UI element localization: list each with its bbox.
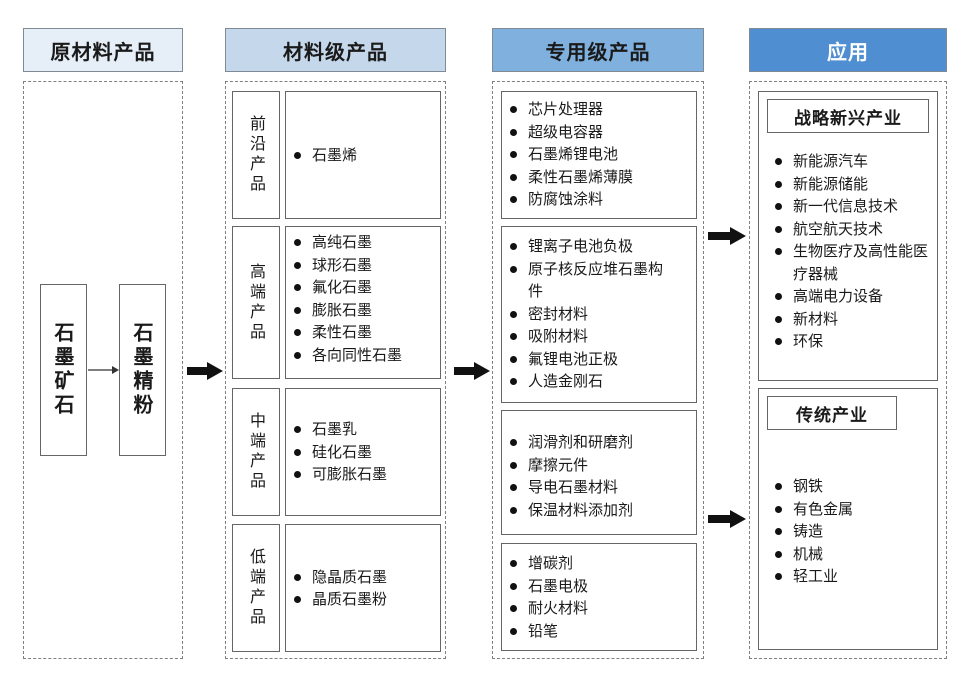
list-item: 润滑剂和研磨剂 bbox=[502, 431, 696, 454]
special-to-traditional-arrow bbox=[708, 510, 746, 528]
list-item: 锂离子电池负极 bbox=[502, 235, 682, 258]
list-item: 铸造 bbox=[767, 520, 927, 543]
list-item: 柔性石墨烯薄膜 bbox=[502, 166, 696, 189]
list-item: 防腐蚀涂料 bbox=[502, 188, 696, 211]
list-item: 新材料 bbox=[767, 308, 937, 331]
list-item: 高纯石墨 bbox=[286, 231, 440, 254]
list-item: 耐火材料 bbox=[502, 597, 696, 620]
traditional-industry-title: 传统产业 bbox=[767, 396, 897, 430]
material-to-special-arrow bbox=[454, 362, 490, 380]
strategic-industry-box bbox=[758, 91, 938, 381]
list-item: 密封材料 bbox=[502, 303, 682, 326]
column-header-material: 材料级产品 bbox=[225, 28, 446, 72]
list-item: 铅笔 bbox=[502, 620, 696, 643]
tier-items-mid-range: 石墨乳 硅化石墨 可膨胀石墨 bbox=[285, 388, 441, 516]
list-item: 膨胀石墨 bbox=[286, 299, 440, 322]
list-item: 环保 bbox=[767, 330, 937, 353]
list-item: 晶质石墨粉 bbox=[286, 588, 387, 611]
tier-label-high-end: 高端产品 bbox=[232, 226, 280, 379]
tier-label-low-end: 低端产品 bbox=[232, 524, 280, 652]
tier-items-low-end: 隐晶质石墨 晶质石墨粉 bbox=[285, 524, 441, 652]
list-item: 吸附材料 bbox=[502, 325, 682, 348]
list-item: 新能源储能 bbox=[767, 173, 937, 196]
list-item: 硅化石墨 bbox=[286, 441, 440, 464]
list-item: 机械 bbox=[767, 543, 927, 566]
tier-items-frontier: 石墨烯 bbox=[285, 91, 441, 219]
special-group-2: 锂离子电池负极 原子核反应堆石墨构件 密封材料 吸附材料 氟锂电池正极 人造金刚… bbox=[501, 226, 697, 403]
list-item: 钢铁 bbox=[767, 475, 927, 498]
traditional-industry-box bbox=[758, 388, 938, 650]
list-item: 增碳剂 bbox=[502, 552, 696, 575]
list-item: 柔性石墨 bbox=[286, 321, 440, 344]
list-item: 摩擦元件 bbox=[502, 454, 696, 477]
list-item: 石墨乳 bbox=[286, 418, 440, 441]
special-group-4: 增碳剂 石墨电极 耐火材料 铅笔 bbox=[501, 543, 697, 651]
list-item: 球形石墨 bbox=[286, 254, 440, 277]
tier-label-mid-range: 中端产品 bbox=[232, 388, 280, 516]
list-item: 导电石墨材料 bbox=[502, 476, 696, 499]
ore-to-concentrate-arrow bbox=[88, 366, 119, 374]
list-item: 有色金属 bbox=[767, 498, 927, 521]
list-item: 生物医疗及高性能医疗器械 bbox=[767, 240, 937, 285]
special-to-strategic-arrow bbox=[708, 227, 746, 245]
tier-label-frontier: 前沿产品 bbox=[232, 91, 280, 219]
column-header-application: 应用 bbox=[749, 28, 947, 72]
list-item: 石墨电极 bbox=[502, 575, 696, 598]
list-item: 可膨胀石墨 bbox=[286, 463, 440, 486]
list-item: 芯片处理器 bbox=[502, 98, 696, 121]
list-item: 高端电力设备 bbox=[767, 285, 937, 308]
graphite-concentrate-box: 石墨精粉 bbox=[119, 284, 166, 456]
list-item: 氟锂电池正极 bbox=[502, 348, 682, 371]
list-item: 航空航天技术 bbox=[767, 218, 937, 241]
list-item: 石墨烯 bbox=[286, 144, 357, 167]
list-item: 新一代信息技术 bbox=[767, 195, 937, 218]
list-item: 人造金刚石 bbox=[502, 370, 682, 393]
column-header-raw: 原材料产品 bbox=[23, 28, 183, 72]
traditional-industry-list: 钢铁 有色金属 铸造 机械 轻工业 bbox=[767, 475, 927, 588]
raw-material-container bbox=[23, 81, 183, 659]
list-item: 隐晶质石墨 bbox=[286, 566, 387, 589]
strategic-industry-title: 战略新兴产业 bbox=[767, 99, 929, 133]
list-item: 各向同性石墨 bbox=[286, 344, 440, 367]
list-item: 超级电容器 bbox=[502, 121, 696, 144]
graphite-ore-box: 石墨矿石 bbox=[40, 284, 87, 456]
list-item: 轻工业 bbox=[767, 565, 927, 588]
material-container bbox=[225, 81, 446, 659]
special-group-1: 芯片处理器 超级电容器 石墨烯锂电池 柔性石墨烯薄膜 防腐蚀涂料 bbox=[501, 91, 697, 219]
list-item: 氟化石墨 bbox=[286, 276, 440, 299]
list-item: 新能源汽车 bbox=[767, 150, 937, 173]
column-header-special: 专用级产品 bbox=[492, 28, 704, 72]
tier-items-high-end: 高纯石墨 球形石墨 氟化石墨 膨胀石墨 柔性石墨 各向同性石墨 bbox=[285, 226, 441, 379]
special-group-3: 润滑剂和研磨剂 摩擦元件 导电石墨材料 保温材料添加剂 bbox=[501, 410, 697, 535]
list-item: 保温材料添加剂 bbox=[502, 499, 696, 522]
list-item: 原子核反应堆石墨构件 bbox=[502, 258, 682, 303]
list-item: 石墨烯锂电池 bbox=[502, 143, 696, 166]
application-container bbox=[749, 81, 947, 659]
special-container bbox=[492, 81, 704, 659]
strategic-industry-list: 新能源汽车 新能源储能 新一代信息技术 航空航天技术 生物医疗及高性能医疗器械 … bbox=[767, 150, 937, 353]
raw-to-material-arrow bbox=[187, 362, 223, 380]
